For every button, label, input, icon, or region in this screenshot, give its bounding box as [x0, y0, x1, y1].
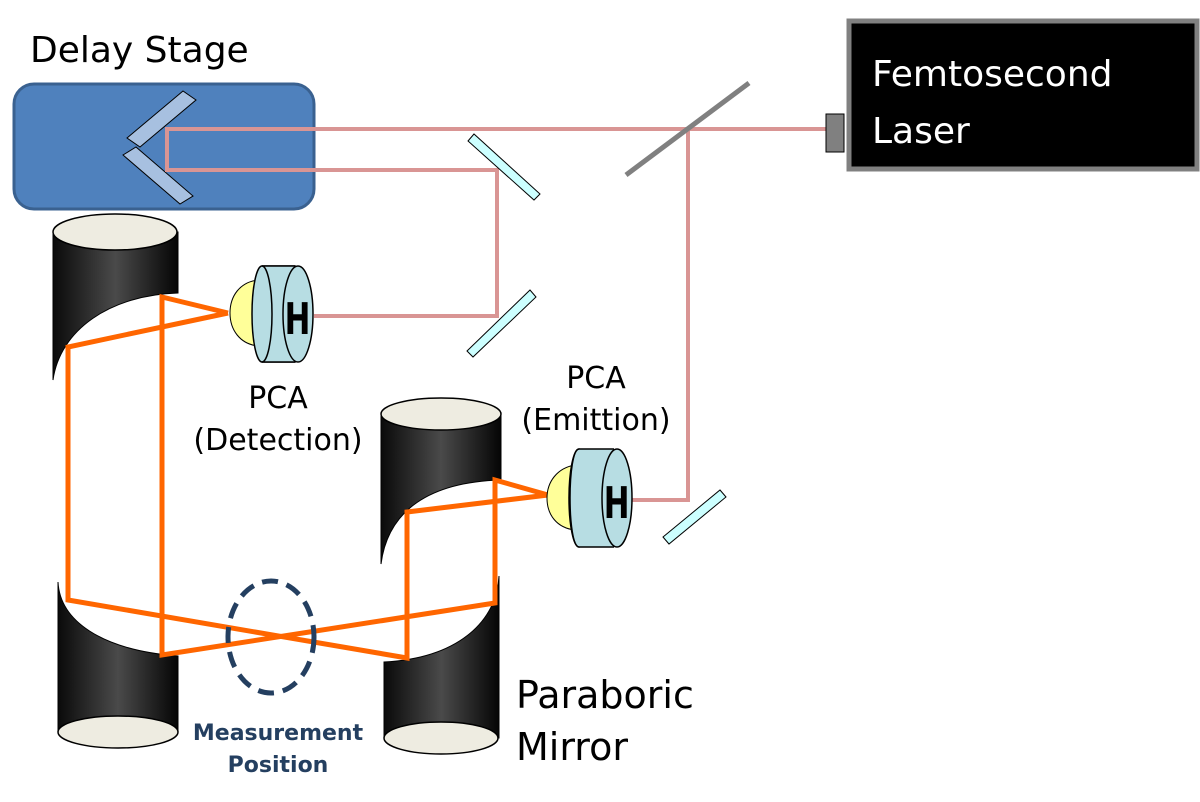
measurement-label-line1: Measurement — [193, 721, 364, 746]
pca-emission-label-line2: (Emittion) — [521, 403, 670, 438]
delay-stage-body — [12, 82, 316, 211]
pump-beam — [632, 129, 690, 502]
flat-mirror-1 — [467, 133, 541, 201]
parabolic-mirror-label-line1: Paraboric — [516, 673, 694, 717]
laser-label-line1: Femtosecond — [872, 54, 1113, 95]
laser-beam-path — [165, 127, 826, 502]
pca-detection: H — [229, 265, 314, 363]
parabolic-mirror-bottom-right — [383, 575, 500, 755]
pca-detection-label-line1: PCA — [248, 381, 308, 416]
flat-mirror-2 — [466, 289, 537, 358]
laser-label-line2: Laser — [872, 111, 970, 152]
laser-output-port — [825, 113, 845, 153]
beam-splitter — [624, 80, 751, 178]
measurement-label-line2: Position — [228, 753, 329, 778]
pca-lens-icon — [546, 464, 576, 531]
parabolic-mirror-label-line2: Mirror — [516, 725, 628, 769]
retroreflector-lower — [122, 146, 194, 205]
retroreflector-upper — [126, 90, 197, 148]
parabolic-mirror-bottom-left — [57, 581, 179, 749]
pca-antenna-glyph: H — [604, 477, 630, 528]
parabolic-mirror-top-right — [380, 397, 502, 565]
pca-emission-label-line1: PCA — [566, 361, 626, 396]
delay-stage-label: Delay Stage — [30, 30, 249, 71]
pca-lens-icon — [229, 279, 259, 347]
pca-detection-label-line2: (Detection) — [193, 423, 362, 458]
flat-mirror-3 — [662, 489, 727, 545]
pca-antenna-glyph: H — [285, 293, 311, 344]
measurement-position-ring — [225, 578, 317, 696]
probe-beam — [165, 127, 826, 318]
parabolic-mirror-top-left — [52, 213, 179, 381]
femtosecond-laser: Femtosecond Laser — [825, 18, 1200, 172]
delay-stage — [12, 82, 316, 211]
laser-box — [846, 18, 1200, 172]
pca-emission: H — [546, 448, 633, 548]
